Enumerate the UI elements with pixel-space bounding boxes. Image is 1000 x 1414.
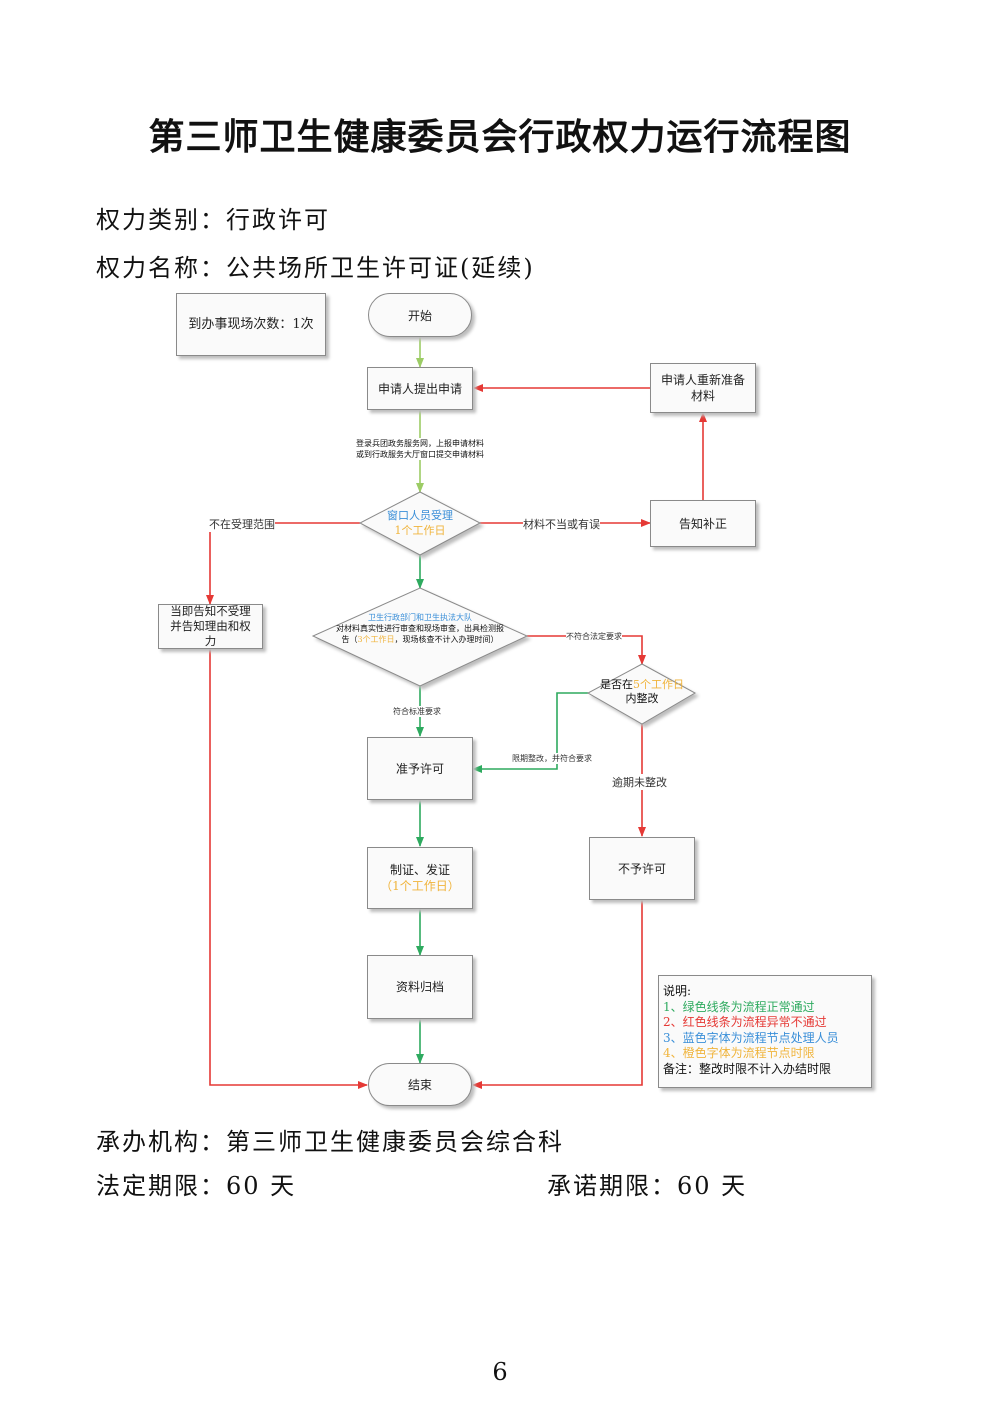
rectify-q2: 内整改: [625, 692, 659, 705]
review-diamond-text: 卫生行政部门和卫生执法大队 对材料真实性进行审查和现场审查，出具检测报告（3个工…: [334, 612, 506, 645]
legend-box: 说明: 1、绿色线条为流程正常通过 2、红色线条为流程异常不通过 3、蓝色字体为…: [658, 975, 872, 1088]
notify-fix-label: 告知补正: [678, 516, 727, 531]
issue-node: 制证、发证 （1个工作日）: [367, 847, 473, 909]
accept-person: 窗口人员受理: [387, 509, 453, 522]
out-of-scope-label: 不在受理范围: [209, 516, 275, 532]
legend-heading: 说明:: [663, 984, 692, 998]
start-node: 开始: [368, 293, 472, 337]
legal-limit-value: 60 天: [226, 1172, 297, 1200]
page-number: 6: [492, 1358, 508, 1386]
edge-review-rectify: [527, 635, 646, 665]
promised-limit-label: 承诺期限：: [547, 1172, 677, 1200]
review-text-2: ，现场核查不计入办理时间）: [394, 635, 499, 644]
grant-node: 准予许可: [367, 737, 473, 800]
notify-fix-node: 告知补正: [650, 500, 756, 547]
grant-label: 准予许可: [395, 761, 444, 776]
deny-label: 不予许可: [617, 861, 666, 876]
compliant-label: 符合标准要求: [393, 706, 441, 717]
start-label: 开始: [407, 308, 432, 323]
review-person: 卫生行政部门和卫生执法大队: [368, 613, 472, 622]
reject-label: 当即告知不受理并告知理由和权力: [170, 604, 251, 648]
not-compliant-label: 不符合法定要求: [566, 631, 622, 642]
rectify-q1: 是否在: [600, 678, 633, 691]
rectify-diamond: [586, 663, 697, 725]
visits-text: 到办事现场次数：1次: [188, 316, 314, 332]
overdue-label: 逾期未整改: [612, 774, 667, 790]
submit-line-2: 或到行政服务大厅窗口提交申请材料: [356, 450, 484, 459]
page-title: 第三师卫生健康委员会行政权力运行流程图: [148, 116, 852, 158]
legal-limit: 法定期限：60 天: [96, 1166, 296, 1201]
issue-label: 制证、发证: [389, 863, 450, 877]
end-node: 结束: [368, 1063, 472, 1106]
rectify-diamond-text: 是否在5个工作日内整改: [600, 678, 684, 706]
power-category: 权力类别：行政许可: [96, 200, 330, 235]
power-name: 权力名称：公共场所卫生许可证(延续): [96, 248, 535, 283]
legend-item-orange: 4、橙色字体为流程节点时限: [663, 1046, 815, 1060]
reprepare-label: 申请人重新准备材料: [660, 373, 745, 403]
reprepare-node: 申请人重新准备材料: [650, 363, 756, 413]
legend-item-blue: 3、蓝色字体为流程节点处理人员: [663, 1030, 839, 1045]
visits-box: 到办事现场次数：1次: [176, 293, 326, 356]
review-description: 对材料真实性进行审查和现场审查，出具检测报告（3个工作日，现场核查不计入办理时间…: [334, 623, 506, 645]
edge-deny-end: [472, 900, 643, 1089]
accept-diamond: [358, 491, 482, 556]
edge-reject-end: [209, 649, 368, 1089]
legend-item-green: 1、绿色线条为流程正常通过: [663, 999, 815, 1014]
legend-item-red: 2、红色线条为流程异常不通过: [663, 1015, 827, 1029]
agency: 承办机构：第三师卫生健康委员会综合科: [96, 1122, 564, 1157]
promised-limit-value: 60 天: [677, 1172, 748, 1200]
power-name-label: 权力名称：: [96, 254, 226, 282]
deny-node: 不予许可: [589, 837, 695, 900]
apply-node: 申请人提出申请: [367, 367, 473, 410]
power-name-value: 公共场所卫生许可证(延续): [226, 254, 535, 282]
power-category-value: 行政许可: [226, 206, 330, 234]
archive-node: 资料归档: [367, 955, 473, 1019]
edge-rectify-grant: [472, 692, 588, 773]
review-text: 对材料真实性进行审查和现场审查，出具检测报告（: [336, 624, 504, 644]
review-diamond: [311, 587, 529, 687]
accept-time: 1个工作日: [394, 524, 446, 537]
submit-label: 登录兵团政务服务网，上报申请材料 或到行政服务大厅窗口提交申请材料: [330, 438, 510, 460]
agency-value: 第三师卫生健康委员会综合科: [226, 1128, 564, 1156]
reject-node: 当即告知不受理并告知理由和权力: [158, 604, 263, 649]
accept-diamond-text: 窗口人员受理 1个工作日: [368, 508, 472, 538]
agency-label: 承办机构：: [96, 1128, 226, 1156]
submit-line-1: 登录兵团政务服务网，上报申请材料: [356, 439, 484, 448]
end-label: 结束: [407, 1078, 432, 1092]
promised-limit: 承诺期限：60 天: [547, 1166, 747, 1201]
apply-label: 申请人提出申请: [377, 381, 462, 396]
power-category-label: 权力类别：: [96, 206, 226, 234]
issue-time: （1个工作日）: [380, 879, 460, 893]
archive-label: 资料归档: [395, 980, 444, 994]
legal-limit-label: 法定期限：: [96, 1172, 226, 1200]
legend-note: 备注：整改时限不计入办结时限: [663, 1061, 832, 1076]
materials-wrong-label: 材料不当或有误: [523, 516, 600, 532]
rectify-time: 5个工作日: [633, 678, 684, 691]
rectified-label: 限期整改，并符合要求: [512, 753, 592, 764]
review-time: 3个工作日: [357, 635, 395, 644]
edge-accept-reject: [206, 522, 360, 605]
